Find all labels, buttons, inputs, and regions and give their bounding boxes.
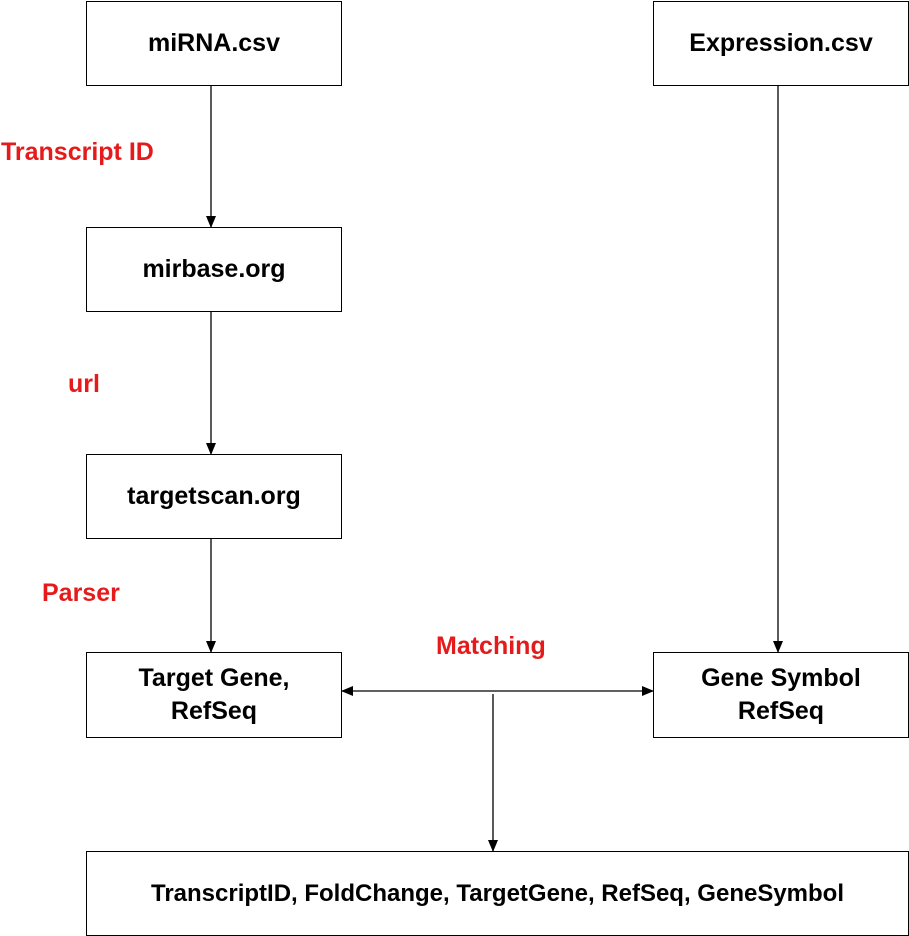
gene-symbol-box: Gene Symbol RefSeq [653,652,909,738]
parser-label: Parser [42,579,120,607]
expression-csv-box: Expression.csv [653,1,909,86]
matching-label: Matching [436,632,546,660]
mirna-csv-box: miRNA.csv [86,1,342,86]
transcript-id-label: Transcript ID [1,138,154,166]
targetscan-box: targetscan.org [86,454,342,539]
result-box: TranscriptID, FoldChange, TargetGene, Re… [86,851,909,936]
url-label: url [68,370,100,398]
mirbase-box: mirbase.org [86,227,342,312]
target-gene-box: Target Gene, RefSeq [86,652,342,738]
